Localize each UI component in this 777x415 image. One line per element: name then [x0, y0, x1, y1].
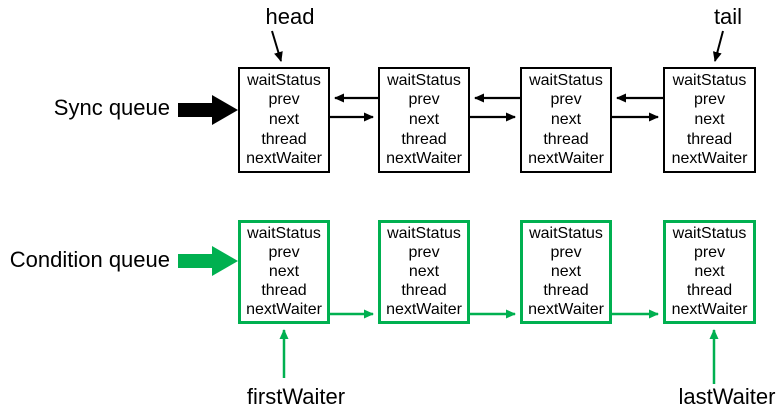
- field-waitstatus: waitStatus: [247, 71, 321, 89]
- field-nextwaiter: nextWaiter: [386, 301, 462, 318]
- field-prev: prev: [693, 91, 726, 109]
- field-next: next: [268, 110, 300, 128]
- tail-pointer-arrow: [712, 30, 724, 62]
- tail-label: tail: [713, 4, 743, 29]
- field-thread: thread: [686, 130, 733, 148]
- field-next: next: [268, 263, 300, 280]
- condition-node-1: waitStatus prev next thread nextWaiter: [238, 220, 330, 324]
- field-next: next: [694, 110, 725, 128]
- field-next: next: [408, 110, 440, 128]
- field-prev: prev: [693, 244, 726, 261]
- field-waitstatus: waitStatus: [529, 225, 603, 242]
- field-thread: thread: [401, 282, 447, 299]
- field-prev: prev: [408, 91, 440, 109]
- field-waitstatus: waitStatus: [387, 225, 461, 242]
- sync-node-3: waitStatus prev next thread nextWaiter: [520, 67, 612, 173]
- field-nextwaiter: nextWaiter: [528, 301, 604, 318]
- field-waitstatus: waitStatus: [672, 71, 747, 89]
- sync-node-1: waitStatus prev next thread nextWaiter: [238, 67, 330, 173]
- sync-node-4: waitStatus prev next thread nextWaiter: [663, 67, 756, 173]
- field-next: next: [694, 263, 725, 280]
- field-prev: prev: [268, 244, 300, 261]
- field-waitstatus: waitStatus: [387, 71, 461, 89]
- field-nextwaiter: nextWaiter: [671, 301, 748, 318]
- field-thread: thread: [261, 282, 307, 299]
- field-nextwaiter: nextWaiter: [671, 150, 748, 168]
- field-waitstatus: waitStatus: [247, 225, 321, 242]
- condition-queue-block-arrow-icon: [178, 246, 238, 276]
- field-nextwaiter: nextWaiter: [246, 301, 322, 318]
- field-thread: thread: [686, 282, 733, 299]
- head-label: head: [265, 4, 315, 29]
- field-waitstatus: waitStatus: [672, 225, 747, 242]
- field-prev: prev: [550, 244, 582, 261]
- sync-queue-label: Sync queue: [53, 95, 170, 120]
- last-waiter-label: lastWaiter: [678, 384, 776, 409]
- condition-node-2: waitStatus prev next thread nextWaiter: [378, 220, 470, 324]
- field-thread: thread: [543, 282, 589, 299]
- condition-node-3: waitStatus prev next thread nextWaiter: [520, 220, 612, 324]
- field-next: next: [408, 263, 440, 280]
- sync-queue-block-arrow-icon: [178, 95, 238, 125]
- field-next: next: [550, 110, 582, 128]
- condition-queue-label: Condition queue: [9, 247, 170, 272]
- field-nextwaiter: nextWaiter: [246, 150, 322, 168]
- head-pointer-arrow: [271, 30, 283, 62]
- field-thread: thread: [401, 130, 447, 148]
- field-prev: prev: [550, 91, 582, 109]
- field-thread: thread: [261, 130, 307, 148]
- field-nextwaiter: nextWaiter: [386, 150, 462, 168]
- condition-node-4: waitStatus prev next thread nextWaiter: [663, 220, 756, 324]
- sync-node-2: waitStatus prev next thread nextWaiter: [378, 67, 470, 173]
- field-next: next: [550, 263, 582, 280]
- field-prev: prev: [408, 244, 440, 261]
- field-waitstatus: waitStatus: [529, 71, 603, 89]
- field-prev: prev: [268, 91, 300, 109]
- first-waiter-label: firstWaiter: [246, 384, 346, 409]
- field-thread: thread: [543, 130, 589, 148]
- field-nextwaiter: nextWaiter: [528, 150, 604, 168]
